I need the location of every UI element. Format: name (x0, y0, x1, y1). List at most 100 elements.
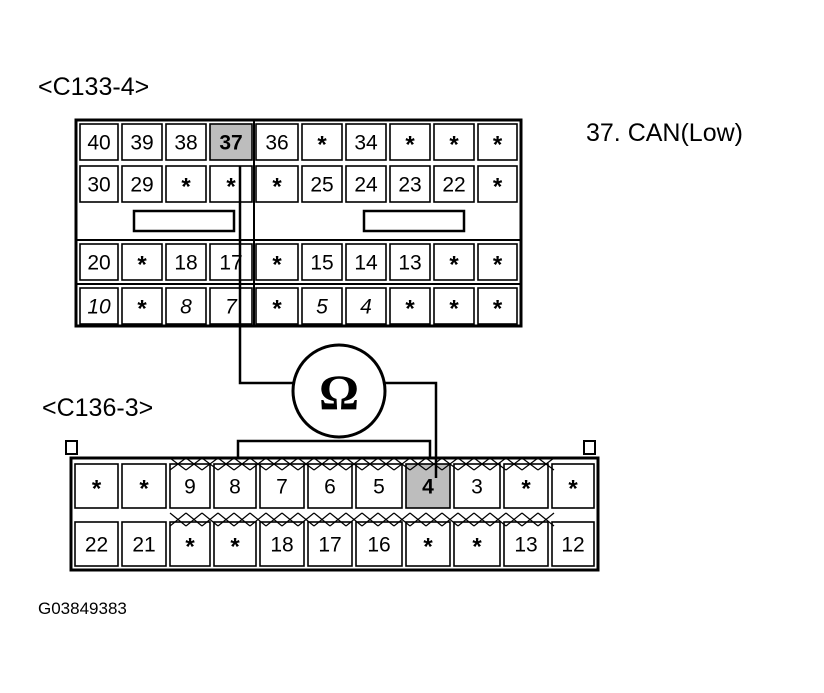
pin-label: 22 (85, 534, 108, 557)
pin-cell: * (453, 521, 501, 567)
pin-box (79, 165, 119, 203)
connector-c133-latch-left (132, 209, 236, 233)
pin-box (355, 521, 403, 567)
pin-highlight (405, 463, 451, 509)
pin-cell: 15 (301, 243, 343, 281)
pin-box (433, 165, 475, 203)
pin-cell: 34 (345, 123, 387, 161)
pin-label: * (230, 534, 240, 561)
pin-cell: 7 (259, 463, 305, 509)
pin-box (307, 521, 353, 567)
pin-label: * (521, 476, 531, 503)
pin-label: 29 (130, 174, 153, 197)
pin-label: * (185, 534, 195, 561)
pin-box (79, 243, 119, 281)
pin-label: * (137, 296, 147, 323)
pin-box (169, 521, 211, 567)
pin-cell: 17 (307, 521, 353, 567)
pin-label: 12 (561, 534, 584, 557)
pin-label: 15 (310, 252, 333, 275)
pin-cell: 30 (79, 165, 119, 203)
pin-box (121, 243, 163, 281)
pin-cell: * (477, 123, 518, 161)
pin-box (121, 165, 163, 203)
pin-cell: 5 (355, 463, 403, 509)
pin-cell: * (477, 243, 518, 281)
pin-cell: 38 (165, 123, 207, 161)
pin-label: * (493, 132, 503, 159)
pin-box (345, 287, 387, 325)
connector-c136-latch (236, 439, 432, 460)
pin-cell: 12 (551, 521, 595, 567)
pin-cell: 20 (79, 243, 119, 281)
pin-label: 17 (318, 534, 341, 557)
pin-cell: * (165, 165, 207, 203)
pin-cell: * (477, 165, 518, 203)
pin-box (209, 165, 253, 203)
pin-cell: 22 (74, 521, 119, 567)
pin-label: 17 (219, 252, 242, 275)
pin-label: * (493, 174, 503, 201)
connector-c133-body (74, 118, 523, 328)
connector-c136-label: <C136-3> (42, 394, 154, 422)
pin-cell: 21 (121, 521, 167, 567)
pin-label: 5 (316, 296, 328, 319)
pin-box (165, 287, 207, 325)
pin-box (255, 287, 299, 325)
pin-box (165, 165, 207, 203)
pin-box (255, 243, 299, 281)
pin-cell: * (301, 123, 343, 161)
pin-cell: * (255, 165, 299, 203)
pin-box (345, 165, 387, 203)
pin-label: * (568, 476, 578, 503)
connector-c133-latch-right (362, 209, 466, 233)
pin-label: * (493, 296, 503, 323)
pin-box (551, 463, 595, 509)
pin-cell: 18 (165, 243, 207, 281)
pin-cell: 22 (433, 165, 475, 203)
pin-cell: 13 (503, 521, 549, 567)
pin-box (503, 463, 549, 509)
pin-cell: 16 (355, 521, 403, 567)
pin-highlight (209, 123, 253, 161)
pin-label: 20 (87, 252, 110, 275)
connector-c136-lock-right (583, 440, 596, 455)
pin-label: * (226, 174, 236, 201)
pin-label: 23 (398, 174, 421, 197)
pin-label: * (139, 476, 149, 503)
pin-label: * (181, 174, 191, 201)
pin-label: 13 (398, 252, 421, 275)
pin-label: 38 (174, 132, 197, 155)
pin-cell: * (503, 463, 549, 509)
pin-box (213, 521, 257, 567)
pin-label: * (449, 296, 459, 323)
pin-box (389, 165, 431, 203)
figure-code: G03849383 (38, 599, 127, 618)
pin-box (433, 123, 475, 161)
pin-label: 34 (354, 132, 378, 155)
pin-cell: * (433, 287, 475, 325)
pin-label: 6 (324, 476, 336, 499)
pin-box (121, 123, 163, 161)
pin-label: 5 (373, 476, 385, 499)
pin-cell: * (433, 123, 475, 161)
pin-box (405, 521, 451, 567)
pin-label: 4 (422, 476, 434, 499)
pin-box (389, 287, 431, 325)
connector-c136-lock-left (65, 440, 78, 455)
pin-cell: 7 (209, 287, 253, 325)
pin-box (477, 243, 518, 281)
pin-label: 21 (132, 534, 155, 557)
pin-box (165, 123, 207, 161)
pin-box (345, 123, 387, 161)
connector-c136-hatching (169, 457, 555, 527)
pin-box (213, 463, 257, 509)
pin-label: * (405, 132, 415, 159)
pin-cell: 40 (79, 123, 119, 161)
pin-label: 36 (265, 132, 288, 155)
pin-label: 7 (276, 476, 288, 499)
probe-wire-left (238, 166, 294, 385)
pin-label: 22 (442, 174, 465, 197)
